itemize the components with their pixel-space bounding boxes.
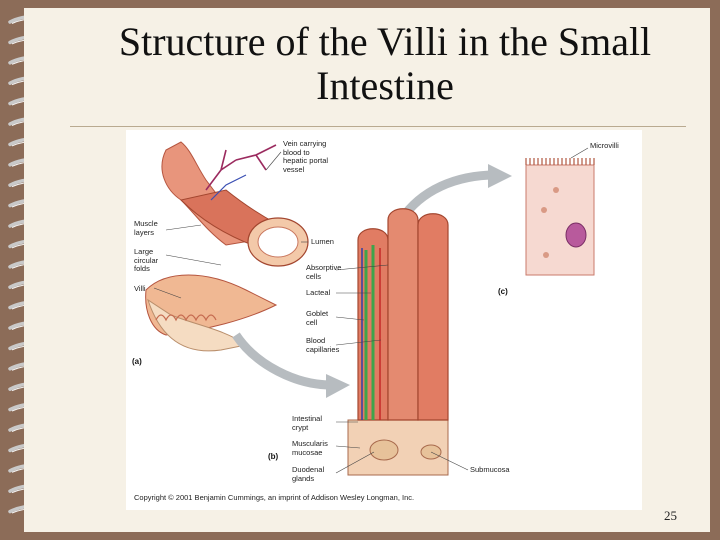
panel-label-c: (c) [498, 287, 508, 296]
label-lacteal: Lacteal [306, 288, 331, 297]
label-duodenal-glands: Duodenal glands [292, 465, 325, 483]
villi-figure: Vein carrying blood to hepatic portal ve… [126, 130, 642, 510]
intestine-illustration [145, 141, 595, 476]
label-vein: Vein carrying blood to hepatic portal ve… [283, 139, 329, 174]
title-divider [70, 126, 686, 127]
label-muscle-layers: Muscle layers [134, 219, 158, 237]
label-muscularis-mucosae: Muscularis mucosae [292, 439, 328, 457]
label-blood-capillaries: Blood capillaries [306, 336, 340, 354]
panel-label-b: (b) [268, 452, 279, 461]
label-microvilli: Microvilli [590, 141, 619, 150]
label-lumen: Lumen [311, 237, 334, 246]
villus-drawing [347, 208, 449, 476]
label-large-circular-folds: Large circular folds [134, 247, 159, 273]
label-goblet-cell: Goblet cell [306, 309, 329, 327]
label-submucosa: Submucosa [470, 465, 510, 474]
arrow-to-microvilli-head [488, 164, 512, 188]
arrow-to-villus-head [326, 374, 350, 398]
intestine-tube-drawing [145, 141, 309, 352]
arrow-to-villus [232, 332, 332, 390]
label-villi: Villi [134, 284, 146, 293]
leader-lines [153, 147, 589, 474]
label-intestinal-crypt: Intestinal crypt [292, 414, 323, 432]
microvilli-cell-drawing [525, 158, 595, 276]
page-number: 25 [664, 508, 677, 523]
label-absorptive-cells: Absorptive cells [306, 263, 342, 281]
panel-label-a: (a) [132, 357, 142, 366]
slide-title: Structure of the Villi in the Small Inte… [118, 19, 652, 108]
figure-copyright: Copyright © 2001 Benjamin Cummings, an i… [134, 493, 415, 502]
